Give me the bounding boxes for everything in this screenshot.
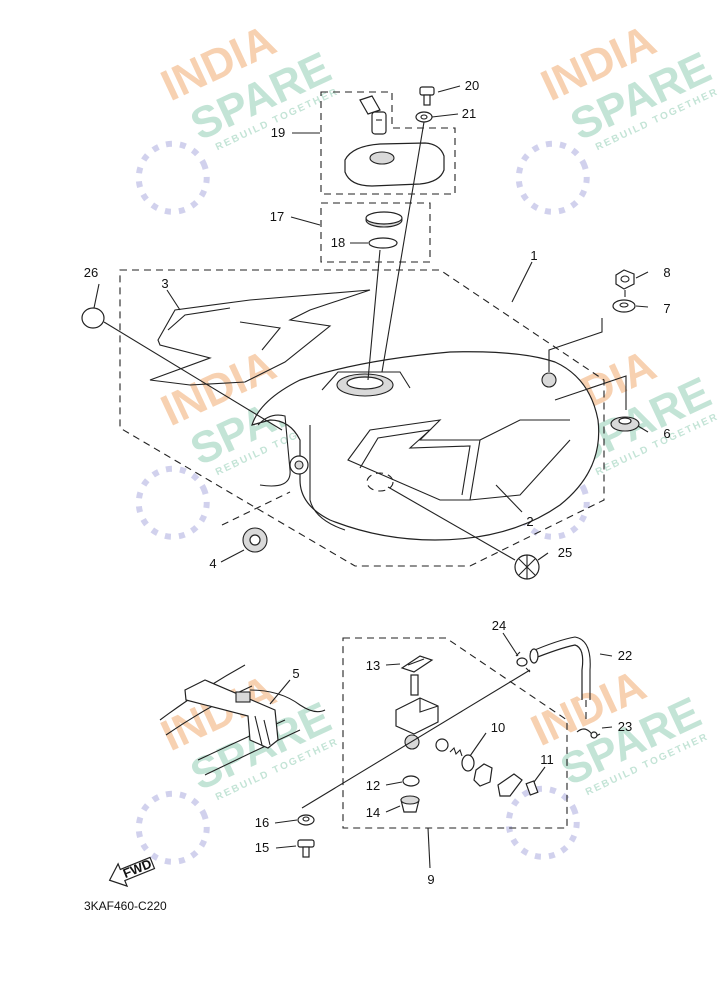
petcock-body [395,674,439,750]
diagram-code: 3KAF460-C220 [84,899,167,913]
callout-10: 10 [491,720,505,735]
callout-23: 23 [618,719,632,734]
emblem-part-25 [514,554,540,580]
fuel-tank-group [119,269,605,567]
leader-lines-top [93,85,649,563]
callout-15: 15 [255,840,269,855]
watermark-top-left: INDIA SPARE REBUILD TOGETHER [135,16,341,215]
fuel-cap-part [344,142,445,187]
callout-17: 17 [270,209,284,224]
hose-group [301,632,613,809]
callout-1: 1 [530,248,537,263]
clip-part-23 [576,728,601,739]
leader-lines-bottom [274,663,546,849]
washer-part-12 [402,775,420,787]
cap-part-4 [221,491,291,553]
seal-part-26 [81,307,105,329]
callout-20: 20 [465,78,479,93]
petcock-group [342,637,568,869]
oring-part-18 [368,237,398,249]
watermark-top-right: INDIA SPARE REBUILD TOGETHER [515,16,720,215]
bracket-group-5 [159,664,326,776]
callout-labels: 1 2 3 4 5 6 7 8 9 10 11 12 13 14 15 16 1… [84,78,671,887]
filter-part-13 [400,655,434,673]
decal-part-3 [149,289,371,386]
callout-16: 16 [255,815,269,830]
callout-21: 21 [462,106,476,121]
callout-5: 5 [292,666,299,681]
callout-8: 8 [663,265,670,280]
bracket-part-5 [184,679,279,749]
callout-12: 12 [366,778,380,793]
fwd-arrow-icon: FWD [108,856,156,888]
mounting-group [548,269,640,432]
fuel-cap-group [320,86,456,195]
callout-22: 22 [618,648,632,663]
oring-part-10 [461,754,475,772]
callout-24: 24 [492,618,506,633]
washer-part-16 [297,814,315,826]
nut-part-8 [615,269,635,290]
watermark-bottom-left: INDIA SPARE REBUILD TOGETHER [135,666,341,865]
callout-13: 13 [366,658,380,673]
callout-26: 26 [84,265,98,280]
callout-3: 3 [161,276,168,291]
washer-part-21 [415,111,433,123]
callout-4: 4 [209,556,216,571]
callout-7: 7 [663,301,670,316]
callout-11: 11 [540,752,554,767]
callout-6: 6 [663,426,670,441]
gasket-group [320,202,431,263]
collar-part-7 [612,299,636,313]
callout-2: 2 [526,514,533,529]
fuel-hose-part-22 [529,644,584,700]
fastener-group [297,814,315,858]
clamp-part-24 [515,651,531,673]
lever-plate-part [497,773,523,797]
fwd-label: FWD [121,856,154,881]
callout-18: 18 [331,235,345,250]
cup-part-14 [400,795,420,813]
key-part [359,95,387,135]
damper-part-6 [610,416,640,432]
callout-14: 14 [366,805,380,820]
callout-9: 9 [427,872,434,887]
callout-25: 25 [558,545,572,560]
bolt-part-15 [297,839,315,858]
callout-19: 19 [271,125,285,140]
bolt-part-20 [419,86,435,106]
screw-part-11 [525,780,539,796]
